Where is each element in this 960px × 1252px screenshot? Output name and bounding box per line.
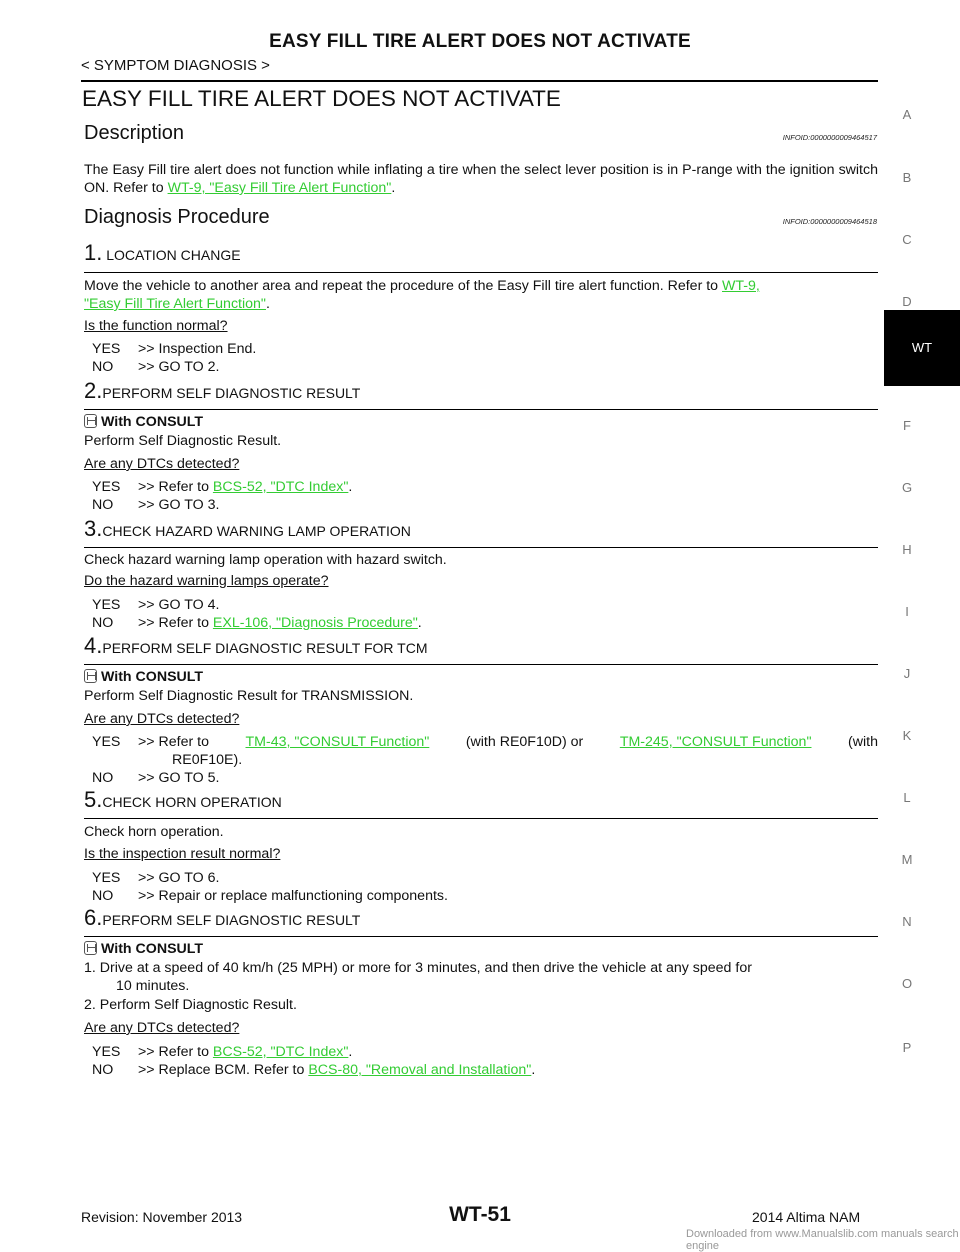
- step-1-no: NO>> GO TO 2.: [92, 359, 220, 375]
- side-tab-f[interactable]: F: [903, 418, 911, 433]
- step-5-heading: 5.CHECK HORN OPERATION: [84, 787, 282, 812]
- step-1-text: Move the vehicle to another area and rep…: [84, 278, 760, 312]
- step-rule: [84, 272, 878, 273]
- header-rule: [81, 80, 878, 82]
- step-5-yes: YES>> GO TO 6.: [92, 870, 220, 886]
- link-exl106[interactable]: EXL-106, "Diagnosis Procedure": [212, 615, 418, 631]
- footer-revision: Revision: November 2013: [81, 1209, 243, 1225]
- step-2-consult: With CONSULT: [84, 414, 203, 430]
- breadcrumb: < SYMPTOM DIAGNOSIS >: [81, 57, 270, 74]
- side-tab-n[interactable]: N: [902, 914, 912, 929]
- link-wt9-a[interactable]: WT-9,: [722, 278, 760, 294]
- main-heading: EASY FILL TIRE ALERT DOES NOT ACTIVATE: [82, 86, 561, 111]
- step-5-no: NO>> Repair or replace malfunctioning co…: [92, 888, 448, 904]
- side-tab-o[interactable]: O: [901, 976, 913, 991]
- step-5-question: Is the inspection result normal?: [84, 846, 281, 862]
- procedure-infoid: INFOID:0000000009464518: [782, 217, 877, 226]
- side-tab-k[interactable]: K: [902, 728, 912, 743]
- consult-tool-icon: [84, 414, 97, 428]
- side-tab-wt[interactable]: WT: [884, 310, 960, 386]
- step-6-consult: With CONSULT: [84, 941, 203, 957]
- step-6-no: NO>> Replace BCM. Refer to BCS-80, "Remo…: [92, 1062, 536, 1078]
- footer-model: 2014 Altima NAM: [752, 1209, 861, 1225]
- description-infoid: INFOID:0000000009464517: [782, 133, 877, 142]
- side-tab-j[interactable]: J: [903, 666, 911, 681]
- step-6-heading: 6.PERFORM SELF DIAGNOSTIC RESULT: [84, 905, 361, 930]
- link-bcs52[interactable]: BCS-52, "DTC Index": [212, 479, 349, 495]
- step-3-yes: YES>> GO TO 4.: [92, 597, 220, 613]
- side-tab-b[interactable]: B: [902, 170, 912, 185]
- procedure-heading: Diagnosis Procedure: [84, 206, 270, 228]
- side-tab-a[interactable]: A: [902, 107, 912, 122]
- footer-page-number: WT-51: [449, 1203, 511, 1226]
- page-title: EASY FILL TIRE ALERT DOES NOT ACTIVATE: [269, 31, 691, 52]
- side-tab-h[interactable]: H: [902, 542, 912, 557]
- link-bcs80[interactable]: BCS-80, "Removal and Installation": [308, 1062, 532, 1078]
- step-rule: [84, 664, 878, 665]
- link-bcs52-b[interactable]: BCS-52, "DTC Index": [212, 1044, 349, 1060]
- step-3-heading: 3.CHECK HAZARD WARNING LAMP OPERATION: [84, 516, 411, 541]
- step-rule: [84, 936, 878, 937]
- step-6-item-1: 1. Drive at a speed of 40 km/h (25 MPH) …: [84, 960, 752, 976]
- consult-tool-icon: [84, 669, 97, 683]
- step-4-text: Perform Self Diagnostic Result for TRANS…: [84, 688, 414, 704]
- consult-tool-icon: [84, 941, 97, 955]
- step-1-heading: 1. LOCATION CHANGE: [84, 240, 241, 265]
- step-2-yes: YES>> Refer to BCS-52, "DTC Index".: [92, 479, 353, 495]
- step-6-item-1-cont: 10 minutes.: [116, 978, 190, 994]
- side-tab-c[interactable]: C: [902, 232, 912, 247]
- step-4-yes: YES>> Refer to TM-43, "CONSULT Function"…: [92, 734, 878, 750]
- step-2-question: Are any DTCs detected?: [84, 456, 240, 472]
- description-heading: Description: [84, 122, 185, 144]
- step-2-text: Perform Self Diagnostic Result.: [84, 433, 282, 449]
- link-tm43[interactable]: TM-43, "CONSULT Function": [245, 734, 430, 750]
- footer-watermark: Downloaded from www.Manualslib.com manua…: [686, 1228, 959, 1252]
- step-3-question: Do the hazard warning lamps operate?: [84, 573, 329, 589]
- step-4-question: Are any DTCs detected?: [84, 711, 240, 727]
- step-4-yes-cont: RE0F10E).: [172, 752, 243, 768]
- step-6-item-2: 2. Perform Self Diagnostic Result.: [84, 997, 297, 1013]
- step-2-heading: 2.PERFORM SELF DIAGNOSTIC RESULT: [84, 378, 361, 403]
- step-6-question: Are any DTCs detected?: [84, 1020, 240, 1036]
- step-3-text: Check hazard warning lamp operation with…: [84, 552, 447, 568]
- step-2-no: NO>> GO TO 3.: [92, 497, 220, 513]
- step-rule: [84, 547, 878, 548]
- description-text: The Easy Fill tire alert does not functi…: [84, 162, 878, 196]
- step-1-question: Is the function normal?: [84, 318, 228, 334]
- step-5-text: Check horn operation.: [84, 824, 224, 840]
- side-tab-l[interactable]: L: [903, 790, 911, 805]
- side-tab-p[interactable]: P: [902, 1040, 912, 1055]
- side-tab-i[interactable]: I: [905, 604, 909, 619]
- step-4-heading: 4.PERFORM SELF DIAGNOSTIC RESULT FOR TCM: [84, 633, 428, 658]
- step-4-consult: With CONSULT: [84, 669, 203, 685]
- step-4-no: NO>> GO TO 5.: [92, 770, 220, 786]
- link-wt9-b[interactable]: "Easy Fill Tire Alert Function": [84, 296, 266, 312]
- link-wt9[interactable]: WT-9, "Easy Fill Tire Alert Function": [167, 180, 392, 196]
- side-tab-d[interactable]: D: [902, 294, 912, 309]
- side-tab-g[interactable]: G: [901, 480, 913, 495]
- side-tab-m[interactable]: M: [901, 852, 913, 867]
- step-rule: [84, 409, 878, 410]
- step-3-no: NO>> Refer to EXL-106, "Diagnosis Proced…: [92, 615, 422, 631]
- step-rule: [84, 818, 878, 819]
- link-tm245[interactable]: TM-245, "CONSULT Function": [619, 734, 812, 750]
- step-1-yes: YES>> Inspection End.: [92, 341, 257, 357]
- step-6-yes: YES>> Refer to BCS-52, "DTC Index".: [92, 1044, 353, 1060]
